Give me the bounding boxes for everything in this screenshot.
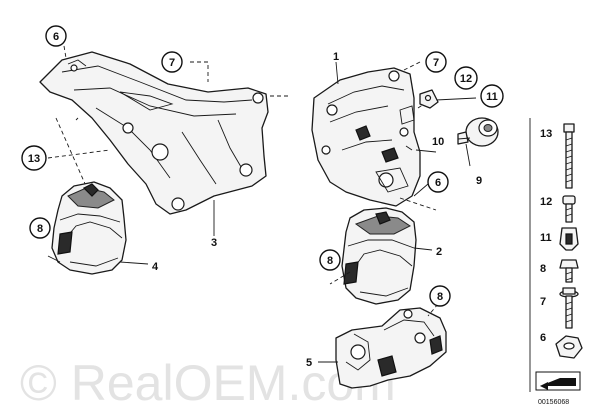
callout-label: 8: [437, 291, 443, 303]
short-bolt-icon[interactable]: [562, 195, 576, 223]
leader-line: [335, 61, 339, 85]
engine-support-bracket-left[interactable]: [39, 51, 269, 215]
leader-line: [47, 149, 111, 159]
callout-12[interactable]: 12: [454, 66, 478, 90]
hex-nut-icon[interactable]: [555, 335, 583, 359]
watermark-text: © RealOEM.com: [20, 355, 396, 411]
callout-8-low[interactable]: 8: [429, 285, 451, 307]
callout-label: 13: [28, 153, 40, 165]
leader-line: [405, 145, 413, 151]
engine-mount-lower-bracket[interactable]: [335, 307, 447, 389]
legend-label-12: 12: [540, 196, 552, 208]
engine-mount-right[interactable]: [341, 207, 417, 305]
leader-line: [75, 117, 79, 121]
callout-label: 12: [460, 73, 472, 85]
long-bolt-icon[interactable]: [563, 123, 575, 189]
callout-label: 7: [169, 57, 175, 69]
leader-line: [415, 149, 437, 153]
engine-support-bracket-right[interactable]: [311, 67, 421, 207]
callout-6-top[interactable]: 6: [45, 25, 67, 47]
part-label-9: 9: [476, 175, 482, 187]
callout-label: 11: [486, 91, 498, 103]
leader-line: [63, 45, 67, 59]
bracket-tab[interactable]: [419, 89, 439, 109]
rubber-mount-part-9[interactable]: [457, 117, 499, 147]
hardware-legend: 00156068: [529, 118, 583, 406]
callout-label: 6: [53, 31, 59, 43]
callout-label: 6: [435, 177, 441, 189]
part-label-10: 10: [432, 136, 444, 148]
callout-13-left[interactable]: 13: [21, 145, 47, 171]
leader-line: [55, 117, 87, 187]
legend-label-8: 8: [540, 263, 546, 275]
part-label-2: 2: [436, 246, 442, 258]
callout-7-left[interactable]: 7: [161, 51, 183, 73]
legend-label-13: 13: [540, 128, 552, 140]
leader-line: [190, 61, 209, 82]
leader-line: [329, 271, 351, 285]
callout-7-right[interactable]: 7: [425, 51, 447, 73]
leader-line: [399, 197, 437, 211]
leader-line: [413, 247, 433, 251]
callout-6-right[interactable]: 6: [427, 171, 449, 193]
part-label-3: 3: [211, 237, 217, 249]
callout-label: 8: [327, 255, 333, 267]
part-label-1: 1: [333, 51, 339, 63]
callout-11[interactable]: 11: [480, 84, 504, 108]
diagram-number: 00156068: [538, 399, 569, 406]
leader-line: [435, 97, 477, 101]
leader-line: [413, 183, 429, 197]
leader-line: [119, 261, 149, 265]
leader-line: [403, 61, 421, 71]
part-label-4: 4: [152, 261, 159, 273]
hex-bolt-washer-icon[interactable]: [559, 287, 579, 329]
part-label-5: 5: [306, 357, 312, 369]
leader-line: [465, 143, 471, 167]
callout-label: 7: [433, 57, 439, 69]
clip-icon[interactable]: [559, 227, 579, 251]
legend-label-7: 7: [540, 296, 546, 308]
orientation-arrow-icon: [535, 371, 581, 391]
legend-label-6: 6: [540, 332, 546, 344]
callout-label: 8: [37, 223, 43, 235]
callout-8-left[interactable]: 8: [29, 217, 51, 239]
legend-label-11: 11: [540, 232, 552, 244]
engine-mount-left[interactable]: [47, 181, 127, 275]
hex-bolt-icon[interactable]: [559, 259, 579, 283]
callout-8-mid[interactable]: 8: [319, 249, 341, 271]
